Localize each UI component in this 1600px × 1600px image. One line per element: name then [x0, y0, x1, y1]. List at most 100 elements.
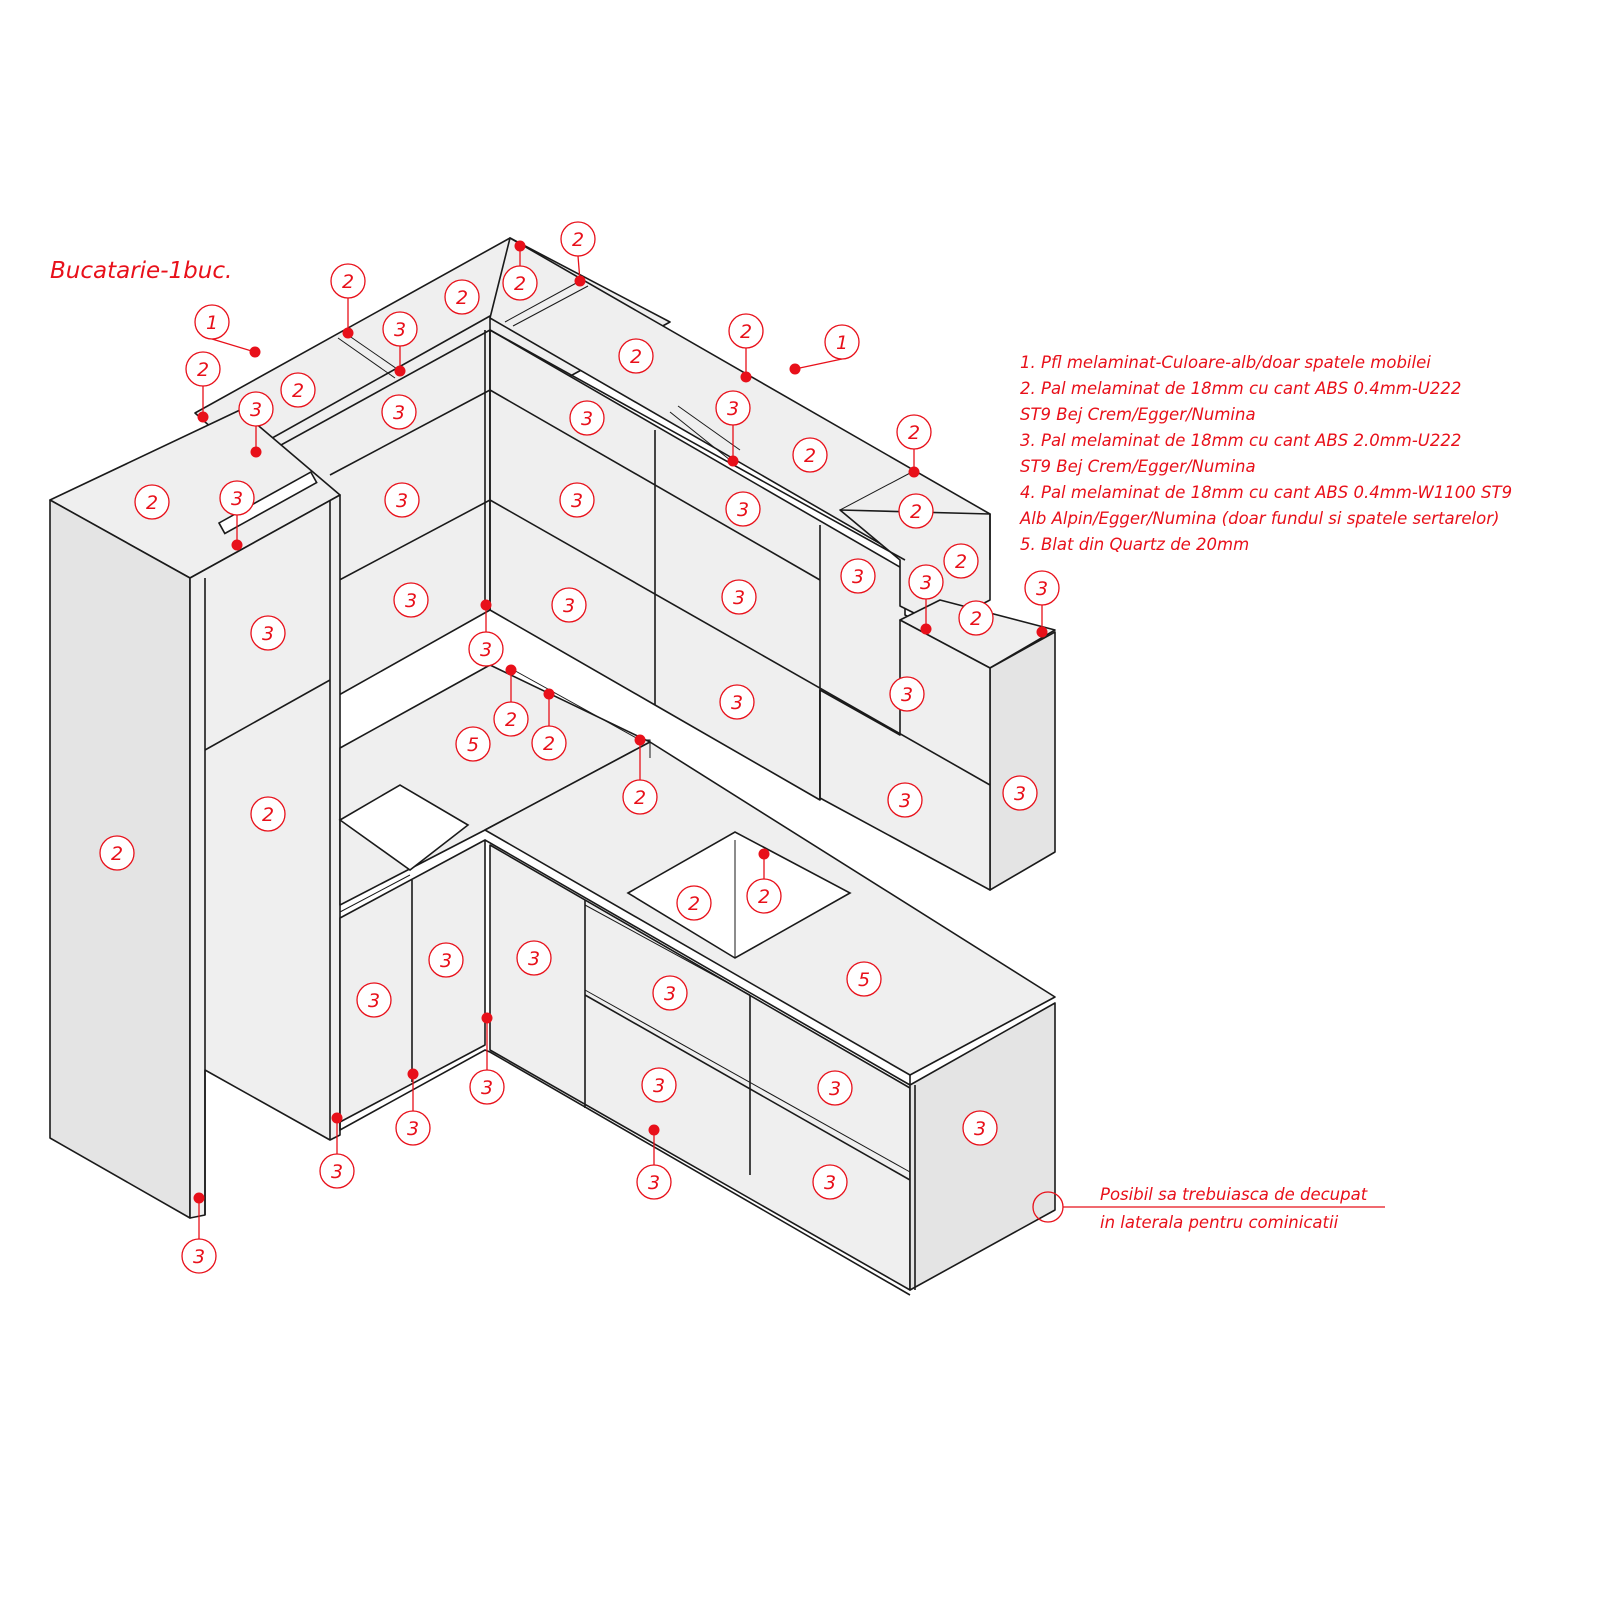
- callout-label: 2: [292, 380, 304, 402]
- callout-label: 2: [514, 273, 526, 295]
- callout-label: 2: [910, 501, 922, 523]
- cutout-note: Posibil sa trebuiasca de decupat in late…: [1032, 1185, 1385, 1232]
- callout-label: 3: [901, 684, 913, 706]
- callout-3-c13: 3: [384, 482, 420, 518]
- legend-line-3: ST9 Bej Crem/Egger/Numina: [1020, 405, 1256, 424]
- callout-label: 3: [193, 1246, 205, 1268]
- callout-label: 2: [111, 843, 123, 865]
- callout-3-c49: 3: [356, 982, 392, 1018]
- callout-2-c23: 2: [792, 437, 828, 473]
- callout-5-c38: 5: [455, 726, 491, 762]
- callout-label: 3: [664, 983, 676, 1005]
- callout-label: 2: [804, 445, 816, 467]
- callout-3-c32: 3: [721, 579, 757, 615]
- callout-label: 2: [688, 893, 700, 915]
- legend-line-7: Alb Alpin/Egger/Numina (doar fundul si s…: [1019, 509, 1499, 528]
- callout-2-c35: 2: [250, 796, 286, 832]
- callout-label: 3: [920, 572, 932, 594]
- callout-3-c20: 3: [725, 491, 761, 527]
- legend-line-5: ST9 Bej Crem/Egger/Numina: [1020, 457, 1256, 476]
- callout-label: 3: [250, 399, 262, 421]
- callout-label: 2: [955, 551, 967, 573]
- callout-3-c50: 3: [652, 975, 688, 1011]
- callout-label: 2: [197, 359, 209, 381]
- callout-label: 3: [331, 1161, 343, 1183]
- callout-label: 3: [571, 490, 583, 512]
- material-legend: 1. Pfl melaminat-Culoare-alb/doar spatel…: [1019, 353, 1512, 554]
- callout-label: 1: [206, 312, 218, 334]
- callout-label: 2: [262, 804, 274, 826]
- callout-label: 3: [648, 1172, 660, 1194]
- callout-2-c14: 2: [618, 338, 654, 374]
- legend-line-4: 3. Pal melaminat de 18mm cu cant ABS 2.0…: [1020, 431, 1461, 450]
- callout-3-c8: 3: [238, 391, 274, 452]
- callout-label: 3: [481, 1077, 493, 1099]
- callout-2-c24: 2: [896, 414, 932, 472]
- callout-3-c11: 3: [219, 480, 255, 545]
- callout-2-c45: 2: [746, 854, 782, 914]
- callout-label: 2: [572, 229, 584, 251]
- callout-2-c39: 2: [493, 670, 529, 737]
- callout-3-c47: 3: [428, 942, 464, 978]
- callout-label: 3: [733, 587, 745, 609]
- note-line-1: Posibil sa trebuiasca de decupat: [1100, 1185, 1368, 1204]
- callout-label: 2: [543, 733, 555, 755]
- callout-label: 3: [824, 1172, 836, 1194]
- callout-label: 3: [440, 950, 452, 972]
- callout-2-c44: 2: [676, 885, 712, 921]
- callout-label: 3: [974, 1118, 986, 1140]
- callout-3-c21: 3: [393, 582, 429, 618]
- callout-3-c58: 3: [812, 1164, 848, 1200]
- callout-label: 2: [970, 608, 982, 630]
- callout-label: 2: [146, 492, 158, 514]
- callout-3-c55: 3: [962, 1110, 998, 1146]
- callout-3-c10: 3: [381, 394, 417, 430]
- callout-label: 2: [634, 787, 646, 809]
- callout-label: 5: [858, 969, 870, 991]
- legend-line-2: 2. Pal melaminat de 18mm cu cant ABS 0.4…: [1020, 379, 1461, 398]
- callout-label: 3: [829, 1078, 841, 1100]
- callout-2-c16: 2: [728, 313, 764, 377]
- callout-3-c22: 3: [250, 615, 286, 651]
- callout-3-c56: 3: [319, 1118, 355, 1189]
- callout-3-c53: 3: [817, 1070, 853, 1106]
- callout-label: 3: [1014, 783, 1026, 805]
- callout-label: 3: [368, 990, 380, 1012]
- callout-3-c42: 3: [887, 782, 923, 818]
- callout-2-c4: 2: [444, 279, 480, 315]
- callout-2-c2: 2: [330, 263, 366, 333]
- callout-2-c7: 2: [280, 372, 316, 408]
- callout-3-c57: 3: [636, 1130, 672, 1200]
- callout-3-c43: 3: [1002, 775, 1038, 811]
- callout-label: 5: [467, 734, 479, 756]
- callout-label: 3: [405, 590, 417, 612]
- callout-3-c31: 3: [551, 587, 587, 623]
- callout-3-c17: 3: [569, 400, 605, 436]
- callout-5-c46: 5: [846, 961, 882, 997]
- sink-right: [626, 831, 852, 959]
- callout-2-c5: 2: [560, 221, 596, 282]
- callout-label: 3: [262, 623, 274, 645]
- callout-3-c28: 3: [908, 564, 944, 629]
- callout-3-c18: 3: [715, 390, 751, 461]
- legend-line-6: 4. Pal melaminat de 18mm cu cant ABS 0.4…: [1020, 483, 1512, 502]
- callout-label: 3: [394, 319, 406, 341]
- callout-label: 3: [653, 1075, 665, 1097]
- callout-label: 3: [480, 639, 492, 661]
- callout-label: 3: [581, 408, 593, 430]
- tall-cabinet: [49, 409, 341, 1219]
- callout-label: 3: [563, 595, 575, 617]
- legend-line-1: 1. Pfl melaminat-Culoare-alb/doar spatel…: [1020, 353, 1431, 372]
- callout-label: 3: [852, 566, 864, 588]
- callout-label: 2: [740, 321, 752, 343]
- callout-3-c30: 3: [1024, 570, 1060, 632]
- callout-2-c29: 2: [958, 600, 994, 636]
- callout-2-c37: 2: [99, 835, 135, 871]
- tall-column-side: [989, 631, 1056, 891]
- callout-label: 3: [731, 692, 743, 714]
- callout-3-c36: 3: [719, 684, 755, 720]
- callout-1-c15: 1: [794, 324, 860, 370]
- callout-label: 3: [393, 402, 405, 424]
- callout-2-c40: 2: [531, 694, 567, 761]
- callout-3-c59: 3: [181, 1198, 217, 1274]
